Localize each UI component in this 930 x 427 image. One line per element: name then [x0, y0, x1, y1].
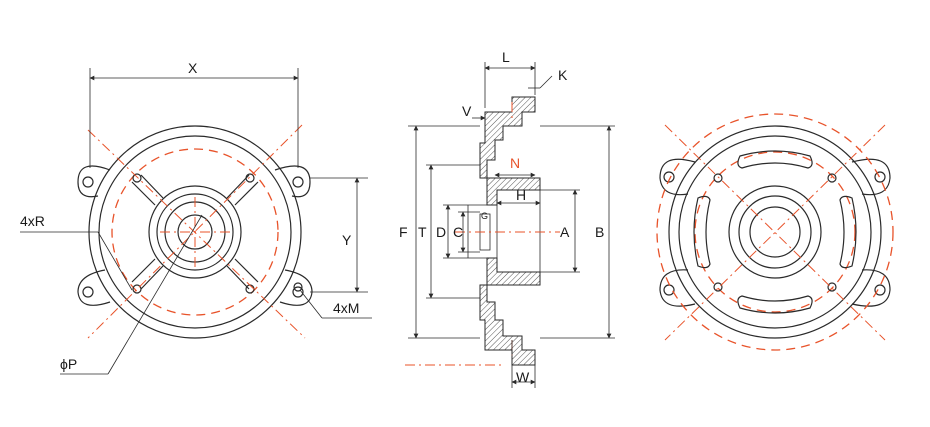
- bolt-hole-m: [293, 282, 303, 292]
- bolt-hole: [132, 173, 142, 183]
- hub-mid: [156, 193, 234, 271]
- hub-section-top: [486, 177, 541, 206]
- bolt-hole: [713, 173, 723, 183]
- ear-bottom-right: [851, 269, 891, 307]
- leader-m: [299, 289, 323, 319]
- label-k: K: [558, 67, 568, 83]
- ear-hole: [292, 286, 304, 298]
- label-c: C: [453, 224, 463, 240]
- label-y: Y: [342, 232, 352, 248]
- bolt-hole: [713, 282, 723, 292]
- ear-hole: [874, 171, 886, 183]
- hub-mid: [738, 195, 812, 269]
- label-t: T: [418, 224, 427, 240]
- hub-section-bottom: [486, 257, 541, 286]
- label-n: N: [510, 155, 520, 171]
- label-x: X: [188, 60, 198, 76]
- bolt-circle: [111, 148, 279, 316]
- rim-inner: [678, 135, 872, 329]
- spoke: [131, 258, 164, 290]
- flange-section-bottom: [479, 284, 536, 366]
- section-view: L K V N H G F T D C: [399, 49, 615, 388]
- ear-hole: [874, 284, 886, 296]
- slot-circle: [694, 151, 856, 313]
- ear-hole: [82, 286, 94, 298]
- outer-dashed: [656, 113, 894, 351]
- bolt-hole: [827, 282, 837, 292]
- label-b: B: [595, 224, 604, 240]
- ear-hole: [82, 176, 94, 188]
- front-view: X Y 4xR 4xM ϕP: [20, 60, 372, 375]
- ear-top-left: [77, 165, 111, 198]
- label-p: ϕP: [60, 356, 77, 372]
- back-view: [656, 113, 894, 351]
- slot-right: [839, 195, 857, 269]
- spoke: [226, 258, 259, 290]
- slot-bottom: [737, 295, 813, 314]
- outer-rim: [668, 125, 882, 339]
- bore: [177, 214, 213, 250]
- label-g: G: [481, 211, 488, 221]
- bolt-hole: [827, 173, 837, 183]
- label-v: V: [462, 103, 472, 119]
- slot-top: [737, 150, 813, 169]
- ear-hole: [292, 176, 304, 188]
- spoke: [226, 174, 259, 206]
- ear-hole: [663, 171, 675, 183]
- flange-section-top: [479, 96, 536, 179]
- ear-hole: [663, 284, 675, 296]
- spoke: [131, 174, 164, 206]
- ear-top-right: [274, 165, 311, 198]
- rim-inner: [98, 135, 292, 329]
- ear-top-left: [659, 158, 696, 196]
- label-a: A: [560, 224, 570, 240]
- bolt-hole: [132, 284, 142, 294]
- slot-left: [693, 195, 711, 269]
- label-d: D: [436, 224, 446, 240]
- label-m: 4xM: [333, 300, 359, 316]
- label-r: 4xR: [20, 213, 45, 229]
- ear-bottom-left: [659, 269, 696, 307]
- hub-outer: [728, 185, 822, 279]
- hub-outer: [148, 185, 242, 279]
- ear-bottom-left: [77, 269, 111, 306]
- bolt-hole: [245, 284, 255, 294]
- bolt-hole: [245, 173, 255, 183]
- label-f: F: [399, 224, 408, 240]
- bore: [749, 206, 801, 258]
- label-l: L: [502, 49, 510, 65]
- label-h: H: [516, 187, 526, 203]
- label-w: W: [516, 369, 530, 385]
- ear-top-right: [851, 158, 891, 196]
